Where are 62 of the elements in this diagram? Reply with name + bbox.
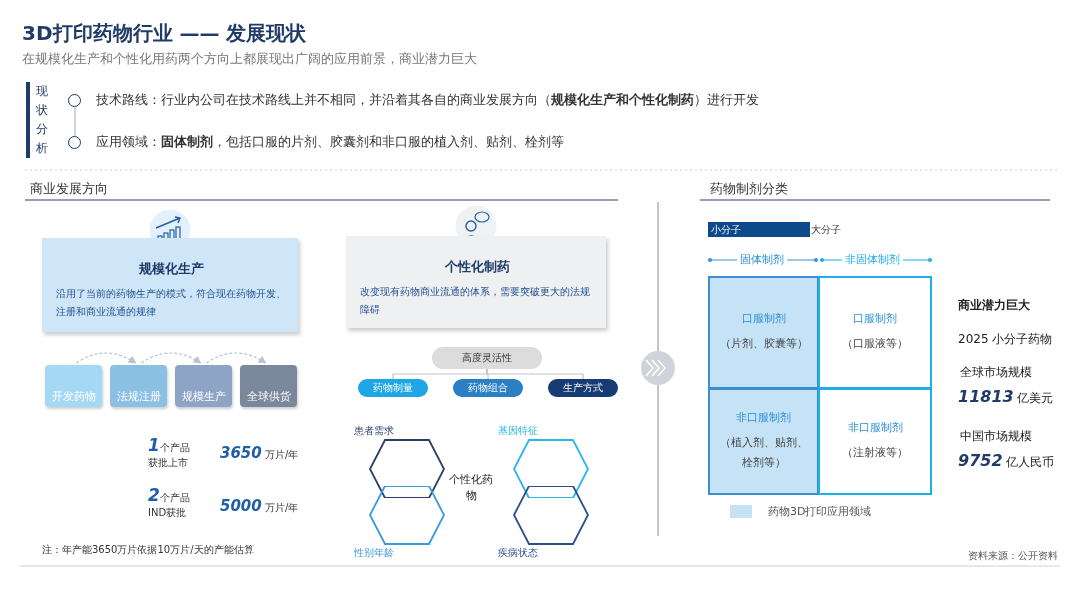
molecule-bar: 小分子 (708, 222, 810, 237)
hexagon-label: 患者需求 (352, 424, 396, 438)
dimension-label: 非固体制剂 (842, 252, 903, 267)
product-count: 1个产品获批上市 (148, 438, 191, 470)
center-text: 个性化药物 (445, 472, 497, 508)
stat-heading: 商业潜力巨大 (958, 297, 1030, 314)
capacity-value: 3650 万片/年 (220, 444, 299, 462)
stat-value: 9752 亿人民币 (958, 451, 1055, 471)
puzzle-text: （片剂、胶囊等） (719, 336, 808, 352)
card-text: 沿用了当前的药物生产的模式，符合现在药物开发、注册和商业流通的规律 (56, 287, 286, 319)
pill-tag: 药物制量 (358, 379, 428, 397)
stat-text: 中国市场规模 (960, 428, 1032, 445)
hexagon-label: 疾病状态 (496, 546, 540, 560)
title: 3D打印药物行业 —— 发展现状 (22, 20, 307, 47)
hexagon-label: 性别年龄 (352, 546, 396, 560)
pill-tag: 生产方式 (548, 379, 618, 397)
hexagon-frame (352, 424, 447, 498)
vertical-heading: 现状分析 (36, 83, 49, 157)
puzzle-text: （注射液等） (842, 445, 908, 461)
puzzle-title: 口服制剂 (853, 311, 897, 326)
puzzle-title: 口服制剂 (741, 311, 786, 326)
stat-text: 全球市场规模 (960, 364, 1032, 381)
arrow (75, 352, 137, 364)
source-note: 资料来源：公开资料 (968, 549, 1058, 563)
card-text: 改变现有药物商业流通的体系，需要突破更大的法规障碍 (360, 285, 591, 317)
legend-text: 药物3D打印应用领域 (768, 504, 872, 519)
puzzle-text: （口服液等） (842, 336, 908, 352)
dimension-label: 固体制剂 (737, 252, 787, 267)
footnote: 注：年产能3650万片依据10万片/天的产能估算 (42, 543, 254, 557)
section-heading: 药物制剂分类 (710, 180, 788, 198)
stat-text: 2025 小分子药物 (958, 331, 1053, 348)
card-title: 个性化制药 (443, 258, 511, 276)
step-tile: 法规注册 (110, 365, 167, 407)
hexagon-frame (352, 486, 447, 560)
hexagon-frame (496, 486, 591, 560)
puzzle-piece (818, 388, 932, 495)
pill-tag: 药物组合 (453, 379, 523, 397)
step-tile: 全球供货 (240, 365, 297, 407)
puzzle-text: （植入剂、贴剂、栓剂等） (718, 435, 809, 471)
puzzle-title: 非口服制剂 (847, 420, 903, 435)
puzzle-title: 非口服制剂 (736, 410, 791, 425)
arrow (140, 352, 202, 364)
stat-value: 11813 亿美元 (958, 387, 1054, 407)
info-card (346, 236, 606, 328)
section-heading: 商业发展方向 (30, 180, 108, 198)
hexagon-label: 基因特征 (496, 424, 540, 438)
step-tile: 规模生产 (175, 365, 232, 407)
product-count: 2个产品IND获批 (148, 488, 191, 520)
puzzle-piece (818, 276, 932, 389)
puzzle-piece (708, 388, 819, 495)
info-card (42, 238, 298, 332)
hexagon-frame (496, 424, 591, 498)
capacity-value: 5000 万片/年 (220, 497, 299, 515)
subtitle: 在规模化生产和个性化用药两个方向上都展现出广阔的应用前景，商业潜力巨大 (22, 50, 477, 68)
puzzle-piece (708, 276, 819, 389)
bullet-text: 技术路线：行业内公司在技术路线上并不相同，并沿着其各自的商业发展方向（规模化生产和个性化制药）进行开发 (96, 91, 759, 109)
step-tile: 开发药物 (45, 365, 102, 407)
card-title: 规模化生产 (137, 260, 205, 278)
bullet-text: 应用领域：固体制剂，包括口服的片剂、胶囊剂和非口服的植入剂、贴剂、栓剂等 (96, 133, 564, 151)
pill-tag: 高度灵活性 (432, 347, 542, 369)
arrow (205, 352, 267, 364)
connector-line (486, 368, 584, 380)
